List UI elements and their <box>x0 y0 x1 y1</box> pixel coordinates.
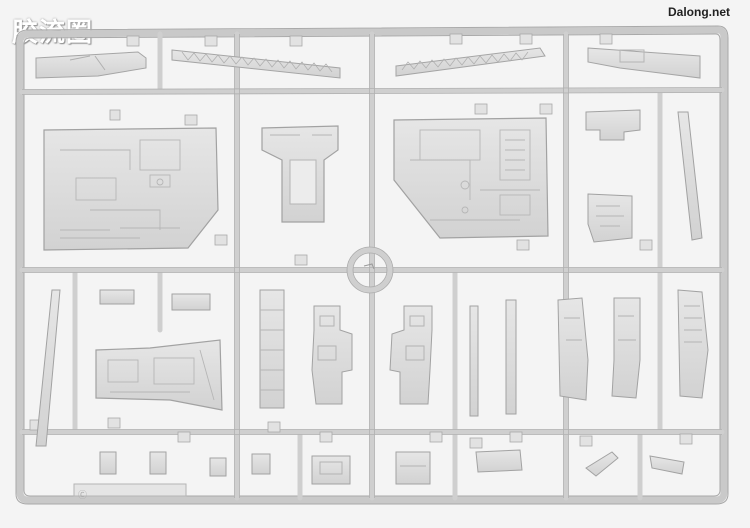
part-ladder-column <box>259 289 285 409</box>
part-leg-panel-c <box>677 289 709 399</box>
part-bottom-pin-a <box>99 451 117 475</box>
part-small-block-right <box>587 193 633 243</box>
gate-tabs <box>29 33 693 449</box>
watermark-right: Dalong.net <box>668 5 730 19</box>
part-leg-panel-a <box>557 297 589 401</box>
part-bottom-arm-a <box>585 451 619 477</box>
part-center-frame <box>261 125 339 223</box>
part-large-panel-right <box>393 117 549 239</box>
part-truss-beam-right <box>395 47 546 77</box>
part-bottom-pin-b <box>149 451 167 475</box>
part-bottom-arm-b <box>649 455 685 475</box>
sprue-label-plate <box>73 483 187 497</box>
part-small-rect-a <box>99 289 135 305</box>
sprue-center-ring <box>346 246 394 294</box>
part-bottom-block-c <box>475 449 523 473</box>
part-bottom-knob-b <box>251 453 271 475</box>
part-thin-rod-a <box>469 305 479 417</box>
part-bottom-block-a <box>311 455 351 485</box>
part-thin-rod-b <box>505 299 517 415</box>
part-left-blade <box>35 289 61 447</box>
part-large-panel-left <box>43 127 219 251</box>
part-mech-left <box>311 305 353 405</box>
part-mech-right <box>389 305 433 405</box>
part-bottom-block-b <box>395 451 431 485</box>
part-bottom-knob-a <box>209 457 227 477</box>
part-top-left-strip <box>35 51 147 79</box>
part-right-thin-rod <box>677 111 703 241</box>
sprue-runners <box>19 31 725 501</box>
sprue-frame <box>16 26 728 504</box>
part-small-rect-b <box>171 293 211 311</box>
part-top-right-plate <box>587 47 701 79</box>
part-leg-panel-b <box>611 297 641 399</box>
part-hull-wedge <box>95 339 223 411</box>
part-small-bracket-top <box>585 109 641 141</box>
part-truss-beam-left <box>171 49 341 79</box>
sprue-gate-tag: Ⓒ <box>78 491 88 501</box>
